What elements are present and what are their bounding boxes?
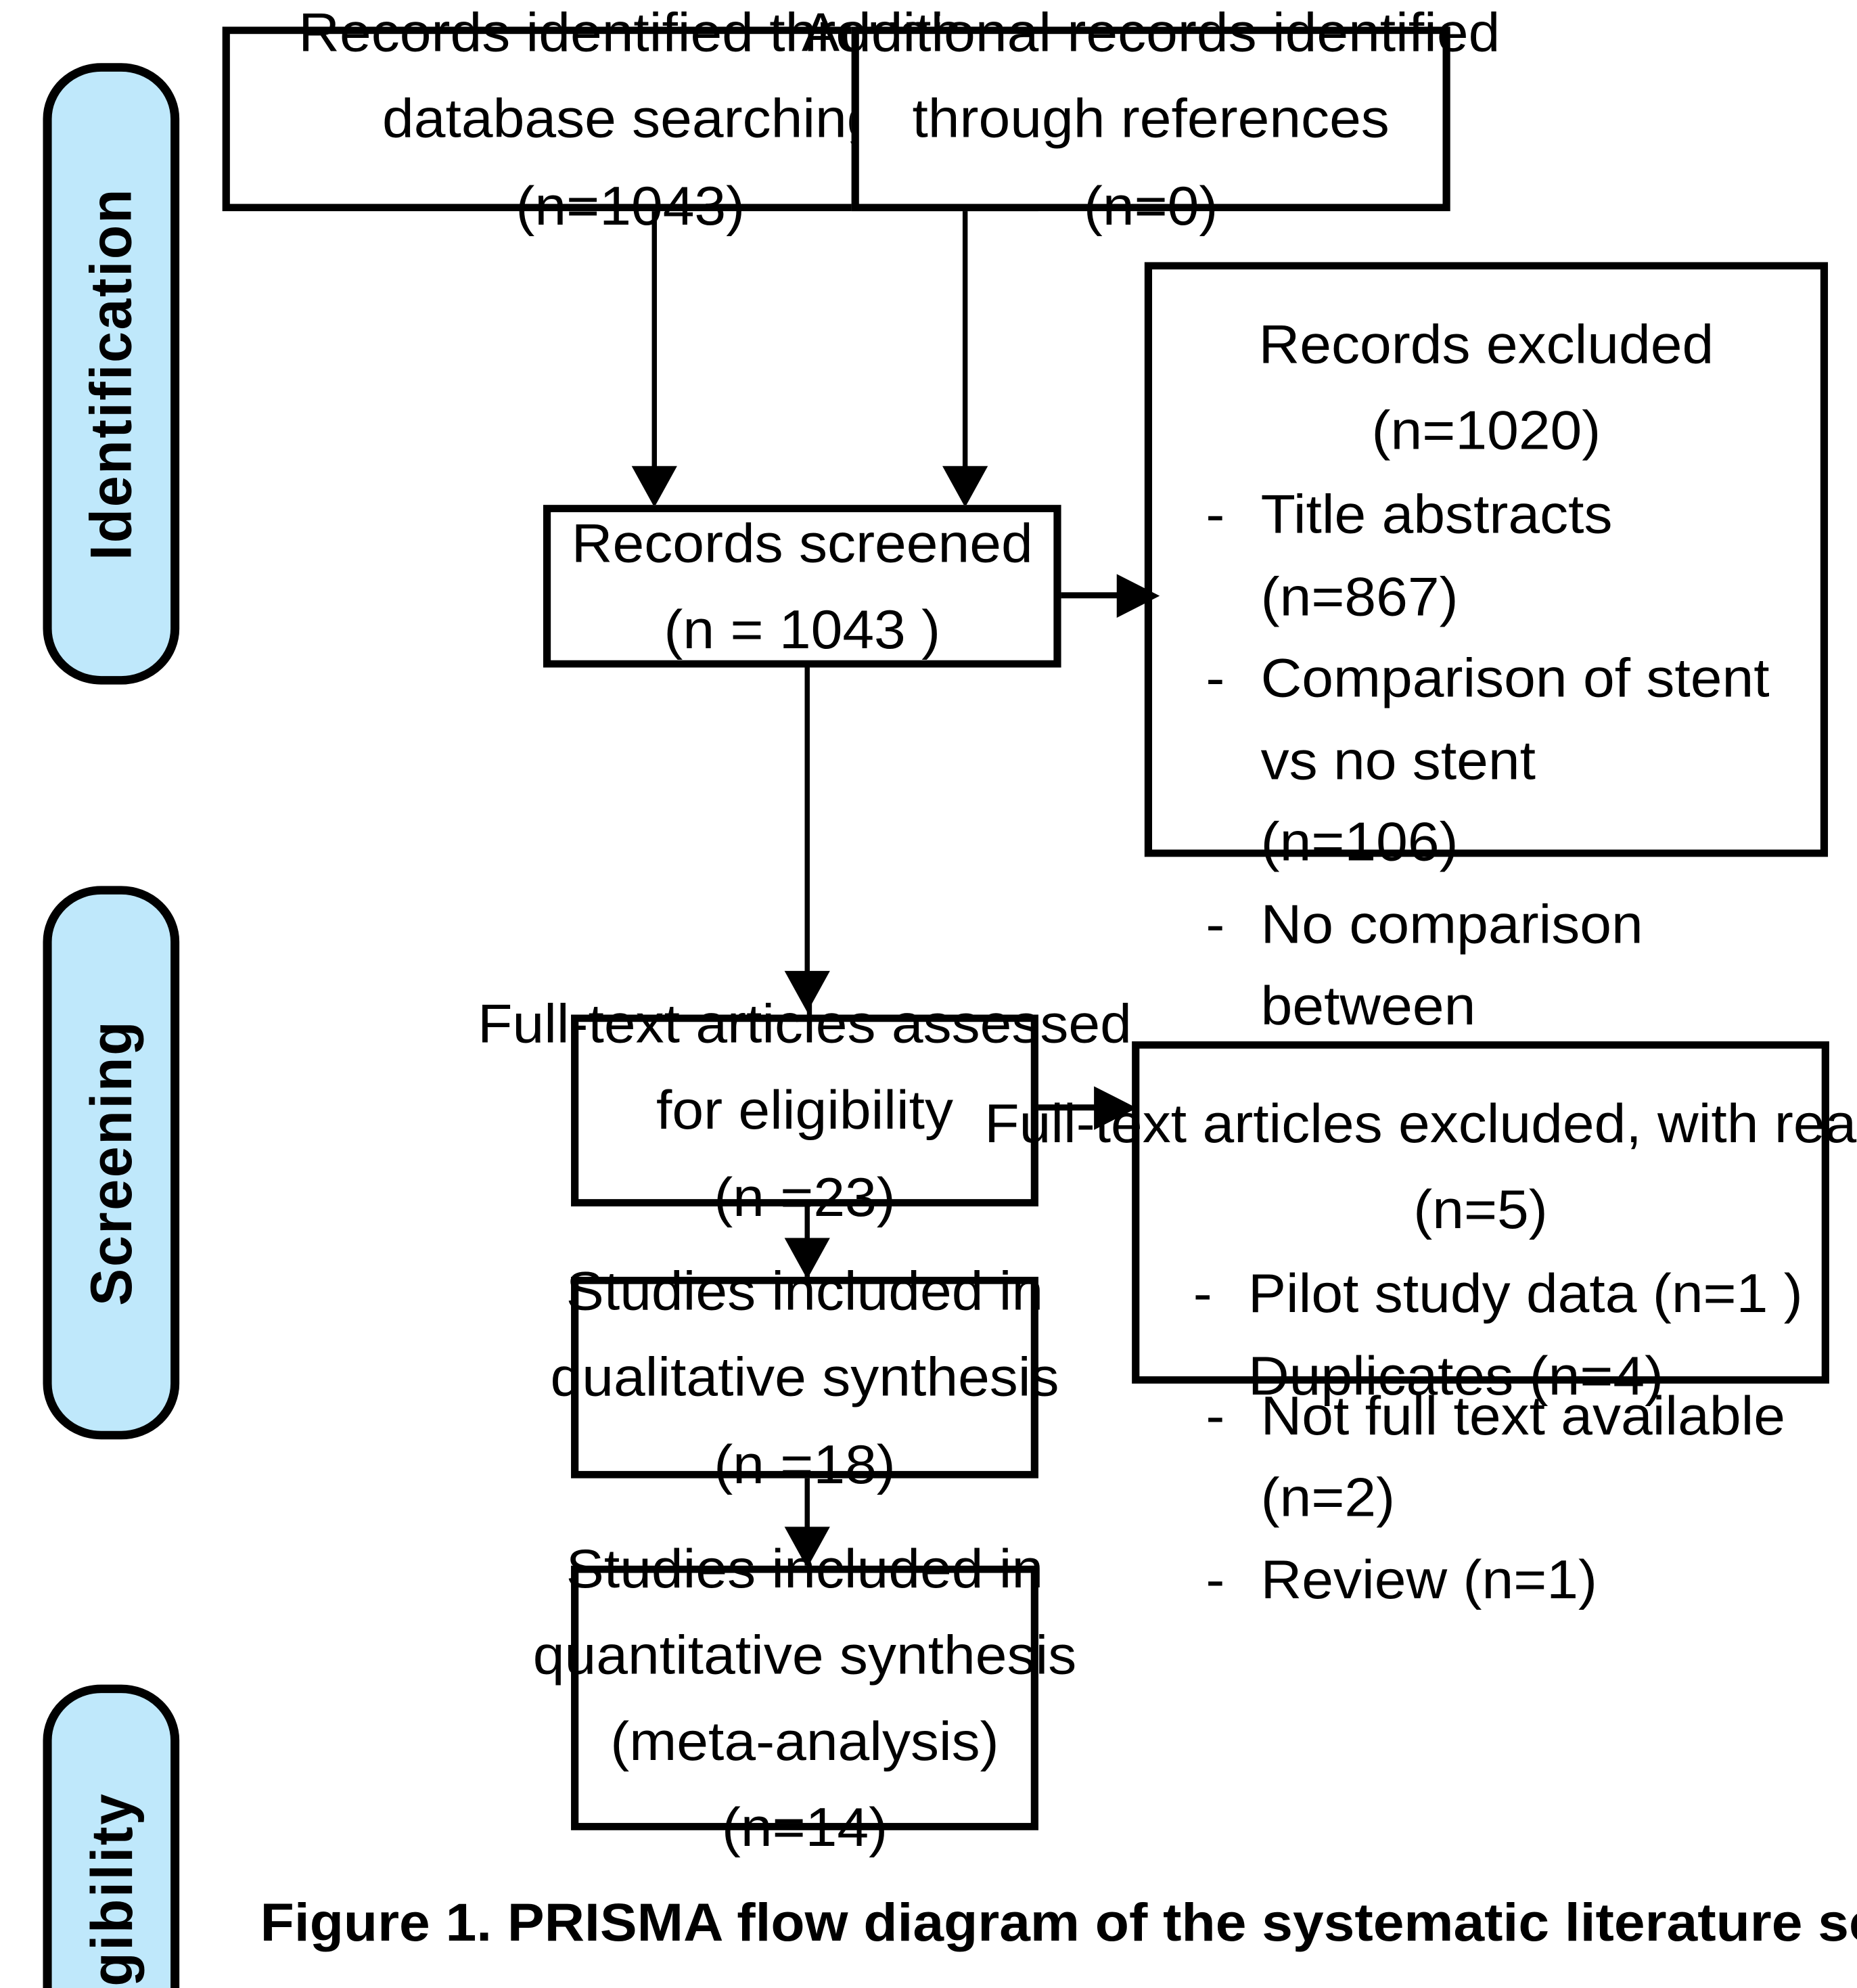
box-line: Records screened [571, 512, 1033, 574]
box-qualitative-synthesis: Studies included in qualitative synthesi… [550, 1260, 1059, 1495]
arrowhead-screened-to-fulltext [784, 970, 830, 1012]
box-line: database searching [382, 87, 879, 150]
list-item: (n=106) [1170, 801, 1803, 883]
reason-text: Title abstracts (n=867) [1260, 483, 1613, 627]
arrowhead-fulltext-to-excluded [1094, 1086, 1137, 1130]
reason-text: Comparison of stent vs no stent [1260, 647, 1770, 791]
arrowhead-qualitative-to-quantitative [784, 1527, 830, 1568]
stage-pill-eligibility: Eligibility [43, 1684, 180, 1988]
reason-text: Review (n=1) [1260, 1548, 1597, 1610]
arrowhead-screened-to-excluded [1116, 574, 1160, 618]
list-item: - Review (n=1) [1170, 1539, 1803, 1621]
list-item: - Comparison of stent vs no stent [1170, 637, 1803, 801]
list-item: - No comparison between [1170, 883, 1803, 1047]
list-item: - Title abstracts (n=867) [1170, 474, 1803, 637]
bullet-dash: - [1206, 483, 1225, 545]
box-line: Additional records identified [801, 1, 1500, 64]
connector-database-to-screened [651, 211, 658, 469]
box-line: (n=1020) [1371, 399, 1601, 461]
stage-label-eligibility: Eligibility [78, 1792, 144, 1988]
box-fulltext-excluded: Full-text articles excluded, with reason… [984, 1041, 1857, 1406]
stage-label-identification: Identification [78, 187, 144, 560]
connector-screened-to-fulltext [804, 667, 810, 976]
connector-screened-to-excluded [1061, 592, 1127, 599]
box-line: Studies included in [566, 1260, 1044, 1322]
box-line: (n=1043) [515, 174, 746, 236]
box-additional-records-references: Additional records identified through re… [802, 1, 1500, 236]
box-records-excluded: Records excluded (n=1020) - Title abstra… [1144, 262, 1829, 1610]
reason-text: No comparison between [1260, 893, 1643, 1037]
stage-pill-screening: Screening [43, 886, 180, 1440]
box-line: (n=5) [1413, 1178, 1548, 1241]
fulltext-excluded-reason-list: - Pilot study data (n=1 ) - Duplicates (… [1157, 1252, 1804, 1416]
connector-qualitative-to-quantitative [804, 1478, 810, 1566]
box-records-screened: Records screened (n = 1043 ) [543, 505, 1061, 668]
box-line: quantitative synthesis [532, 1623, 1077, 1686]
box-line: (n = 1043 ) [664, 598, 941, 660]
bullet-dash: - [1193, 1344, 1212, 1407]
arrowhead-fulltext-to-qualitative [784, 1238, 830, 1280]
bullet-dash: - [1206, 647, 1225, 709]
stage-pill-identification: Identification [43, 63, 180, 685]
box-line: Full-text articles assessed [478, 993, 1132, 1056]
reason-text: Duplicates (n=4) [1247, 1344, 1664, 1407]
connector-additional-to-screened [962, 211, 968, 469]
list-item: - Pilot study data (n=1 ) [1157, 1252, 1804, 1334]
bullet-dash: - [1206, 893, 1225, 955]
arrowhead-database-to-screened [631, 466, 677, 507]
reason-text: Not full text available (n=2) [1260, 1384, 1785, 1529]
box-line: qualitative synthesis [550, 1346, 1059, 1409]
connector-fulltext-to-excluded [1038, 1104, 1105, 1111]
box-quantitative-synthesis: Studies included in quantitative synthes… [533, 1537, 1076, 1858]
box-line: (n=14) [721, 1796, 888, 1859]
box-line: through references [912, 87, 1390, 150]
bullet-dash: - [1193, 1262, 1212, 1325]
bullet-dash: - [1206, 1548, 1225, 1610]
stage-label-screening: Screening [78, 1019, 144, 1306]
reason-text: Pilot study data (n=1 ) [1247, 1262, 1803, 1325]
figure-caption: Figure 1. PRISMA flow diagram of the sys… [260, 1893, 1857, 1953]
arrowhead-additional-to-screened [942, 466, 988, 507]
list-item: - Duplicates (n=4) [1157, 1334, 1804, 1416]
box-line: Studies included in [566, 1537, 1044, 1600]
box-line: (meta-analysis) [610, 1710, 999, 1772]
bullet-dash: - [1206, 1384, 1225, 1447]
box-fulltext-assessed: Full-text articles assessed for eligibil… [478, 993, 1132, 1228]
box-line: for eligibility [656, 1079, 954, 1142]
box-line: Records excluded [1258, 313, 1714, 376]
box-line: (n=0) [1083, 174, 1218, 236]
list-item: - Not full text available (n=2) [1170, 1375, 1803, 1539]
reason-text: (n=106) [1260, 811, 1459, 873]
